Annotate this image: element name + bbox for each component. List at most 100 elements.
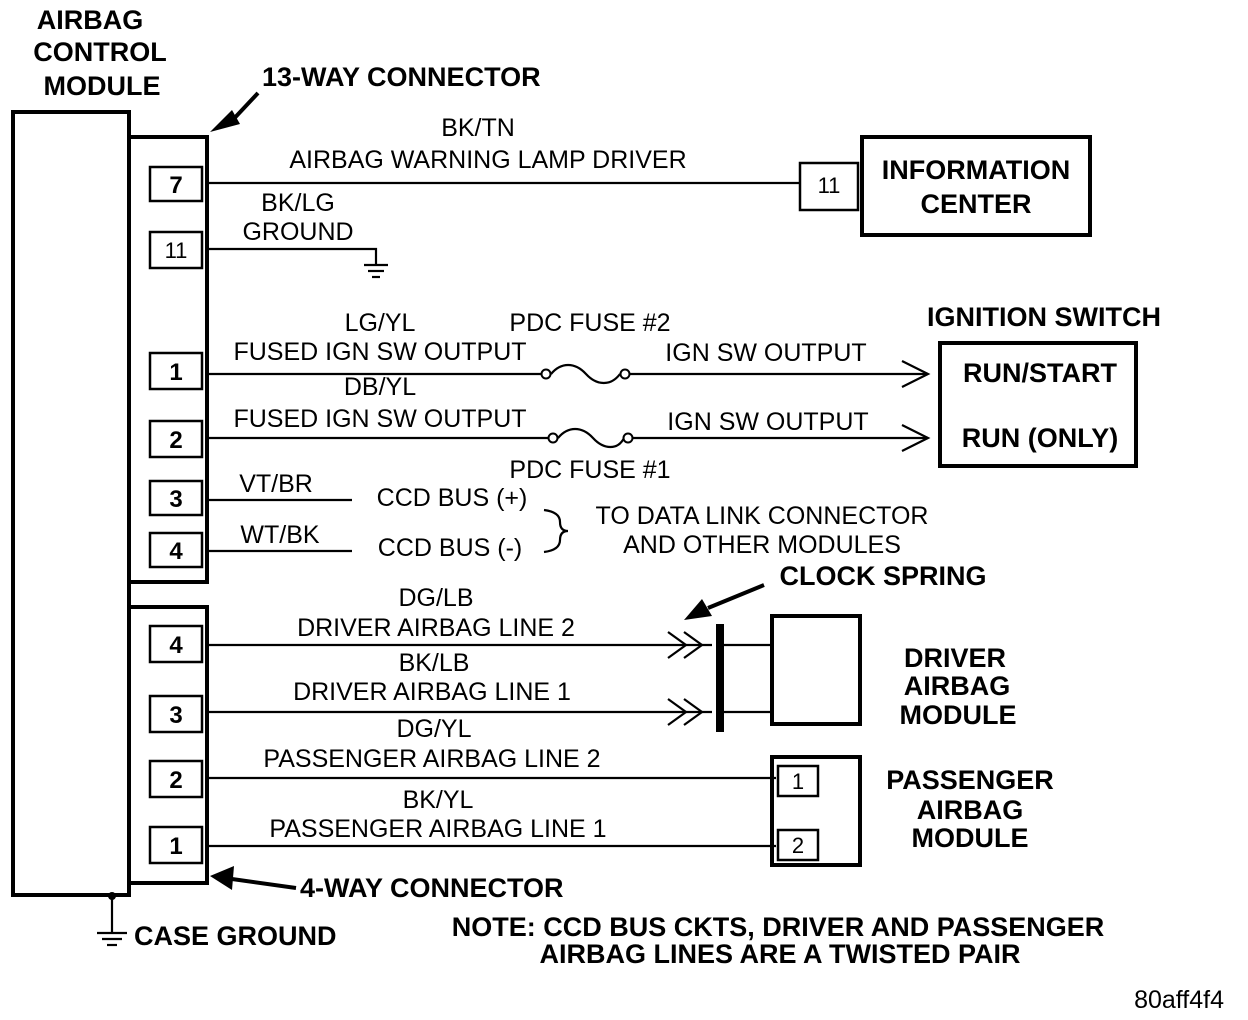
thirteen-way-housing bbox=[127, 135, 209, 584]
module-title-line-1: AIRBAG bbox=[37, 5, 144, 35]
drv1-wire-color: BK/LB bbox=[399, 649, 470, 677]
drv2-connector-icon bbox=[667, 631, 688, 659]
pass2-wire-color: DG/YL bbox=[396, 715, 471, 743]
pin-2-box bbox=[148, 419, 204, 459]
fuse-2-terminal-left bbox=[540, 368, 552, 380]
four-way-connector: 4 3 2 1 4-WAY CONNECTOR bbox=[127, 605, 564, 903]
passenger-module-title-line-1: PASSENGER bbox=[886, 765, 1054, 795]
passenger-pin-1-box bbox=[776, 764, 820, 798]
ground-wire-color: BK/LG bbox=[261, 189, 335, 217]
fuse-2-label: PDC FUSE #2 bbox=[509, 309, 670, 337]
pin-3-box bbox=[148, 479, 204, 517]
passenger-module-box bbox=[770, 755, 862, 867]
ign2-arrow bbox=[901, 424, 931, 452]
ign1-wire-color: LG/YL bbox=[345, 309, 416, 337]
ign-circuit-2: DB/YL FUSED IGN SW OUTPUT IGN SW OUTPUT … bbox=[207, 373, 931, 484]
four-way-pointer bbox=[231, 877, 297, 890]
ccd-bus-circuit: VT/BR CCD BUS (+) WT/BK CCD BUS (-) TO D… bbox=[207, 470, 928, 562]
ign1-output-label: IGN SW OUTPUT bbox=[665, 339, 866, 367]
four-way-label: 4-WAY CONNECTOR bbox=[300, 873, 564, 903]
passenger-pin-1: 1 bbox=[792, 769, 804, 794]
ccd-plus-wire-color: VT/BR bbox=[239, 470, 313, 498]
driver-module-title-line-1: DRIVER bbox=[904, 643, 1006, 673]
info-center-box bbox=[860, 135, 1092, 237]
ccd-minus-wire-color: WT/BK bbox=[240, 521, 319, 549]
pin-4: 4 bbox=[169, 538, 183, 565]
ccd-brace-icon bbox=[543, 508, 569, 554]
ign2-output-label: IGN SW OUTPUT bbox=[667, 408, 868, 436]
pin-11: 11 bbox=[165, 238, 188, 263]
case-ground-label: CASE GROUND bbox=[134, 921, 337, 951]
clock-spring: CLOCK SPRING bbox=[684, 561, 987, 732]
ignition-switch: IGNITION SWITCH RUN/START RUN (ONLY) bbox=[927, 302, 1161, 468]
info-center-title-line-2: CENTER bbox=[920, 189, 1031, 219]
ground-wire-label: GROUND bbox=[242, 218, 353, 246]
thirteen-way-label: 13-WAY CONNECTOR bbox=[262, 62, 541, 92]
module-body bbox=[11, 110, 131, 897]
info-center-title-line-1: INFORMATION bbox=[882, 155, 1070, 185]
pin-4-b: 4 bbox=[169, 632, 183, 659]
ign2-wire-color: DB/YL bbox=[344, 373, 416, 401]
thirteen-way-arrowhead bbox=[210, 110, 240, 132]
four-way-housing bbox=[127, 605, 209, 885]
fuse-2-icon bbox=[550, 363, 621, 385]
driver-module-title-line-3: MODULE bbox=[900, 700, 1017, 730]
information-center: 11 INFORMATION CENTER bbox=[798, 135, 1092, 237]
pass1-wire-label: PASSENGER AIRBAG LINE 1 bbox=[269, 815, 606, 843]
clock-spring-pointer bbox=[707, 583, 765, 610]
passenger-airbag-circuit: DG/YL PASSENGER AIRBAG LINE 2 BK/YL PASS… bbox=[207, 715, 776, 848]
four-way-arrowhead bbox=[210, 866, 234, 890]
pin-4-b-box bbox=[148, 624, 204, 664]
fuse-1-terminal-right bbox=[622, 432, 634, 444]
pin-2-b: 2 bbox=[169, 767, 182, 794]
ign1-wire-label: FUSED IGN SW OUTPUT bbox=[233, 338, 526, 366]
airbag-control-module: AIRBAG CONTROL MODULE bbox=[11, 5, 167, 897]
ign2-wire-label: FUSED IGN SW OUTPUT bbox=[233, 405, 526, 433]
data-link-line-2: AND OTHER MODULES bbox=[623, 531, 901, 559]
pin-1-b-box bbox=[148, 825, 204, 865]
ignition-run-start: RUN/START bbox=[963, 358, 1117, 388]
module-title-line-2: CONTROL bbox=[33, 37, 166, 67]
pin-2: 2 bbox=[169, 427, 182, 454]
ccd-minus-label: CCD BUS (-) bbox=[378, 534, 522, 562]
lamp-wire-label: AIRBAG WARNING LAMP DRIVER bbox=[289, 146, 686, 174]
driver-module-title-line-2: AIRBAG bbox=[904, 671, 1011, 701]
data-link-line-1: TO DATA LINK CONNECTOR bbox=[596, 502, 929, 530]
pin-1-box bbox=[148, 351, 204, 391]
thirteen-way-connector: 13-WAY CONNECTOR 7 11 1 2 3 4 bbox=[127, 62, 541, 584]
pin-1-b: 1 bbox=[169, 833, 182, 860]
pin-2-b-box bbox=[148, 759, 204, 799]
pin-7-box bbox=[148, 165, 204, 203]
pin-3: 3 bbox=[169, 486, 182, 513]
drv2-wire-color: DG/LB bbox=[398, 584, 473, 612]
fuse-1-label: PDC FUSE #1 bbox=[509, 456, 670, 484]
ign1-arrow bbox=[901, 360, 931, 388]
ignition-switch-box bbox=[938, 341, 1138, 468]
ign-circuit-1: LG/YL PDC FUSE #2 FUSED IGN SW OUTPUT IG… bbox=[207, 309, 931, 388]
drv1-wire-label: DRIVER AIRBAG LINE 1 bbox=[293, 678, 571, 706]
fuse-1-icon bbox=[557, 427, 625, 449]
case-ground: CASE GROUND bbox=[97, 892, 337, 951]
pass2-wire-label: PASSENGER AIRBAG LINE 2 bbox=[263, 745, 600, 773]
driver-module-box bbox=[770, 614, 862, 726]
driver-airbag-module: DRIVER AIRBAG MODULE bbox=[770, 614, 1017, 730]
info-center-pin-box bbox=[798, 161, 860, 212]
note-line-1: NOTE: CCD BUS CKTS, DRIVER AND PASSENGER bbox=[452, 912, 1105, 942]
clock-spring-arrowhead bbox=[684, 599, 712, 620]
info-center-pin: 11 bbox=[818, 173, 841, 198]
module-title-line-3: MODULE bbox=[44, 71, 161, 101]
ignition-run-only: RUN (ONLY) bbox=[962, 423, 1119, 453]
pin-1: 1 bbox=[169, 359, 182, 386]
lamp-driver-circuit: BK/TN AIRBAG WARNING LAMP DRIVER bbox=[207, 114, 800, 185]
clock-spring-label: CLOCK SPRING bbox=[779, 561, 986, 591]
drv2-wire-label: DRIVER AIRBAG LINE 2 bbox=[297, 614, 575, 642]
pin-4-box bbox=[148, 531, 204, 569]
ground-circuit: BK/LG GROUND bbox=[207, 189, 388, 279]
ground-wire bbox=[207, 247, 378, 264]
passenger-pin-2-box bbox=[776, 828, 820, 862]
fuse-1-terminal-left bbox=[547, 432, 559, 444]
driver-airbag-circuit: DG/LB DRIVER AIRBAG LINE 2 BK/LB DRIVER … bbox=[207, 584, 712, 726]
note-line-2: AIRBAG LINES ARE A TWISTED PAIR bbox=[539, 939, 1020, 969]
passenger-module-title-line-3: MODULE bbox=[912, 823, 1029, 853]
